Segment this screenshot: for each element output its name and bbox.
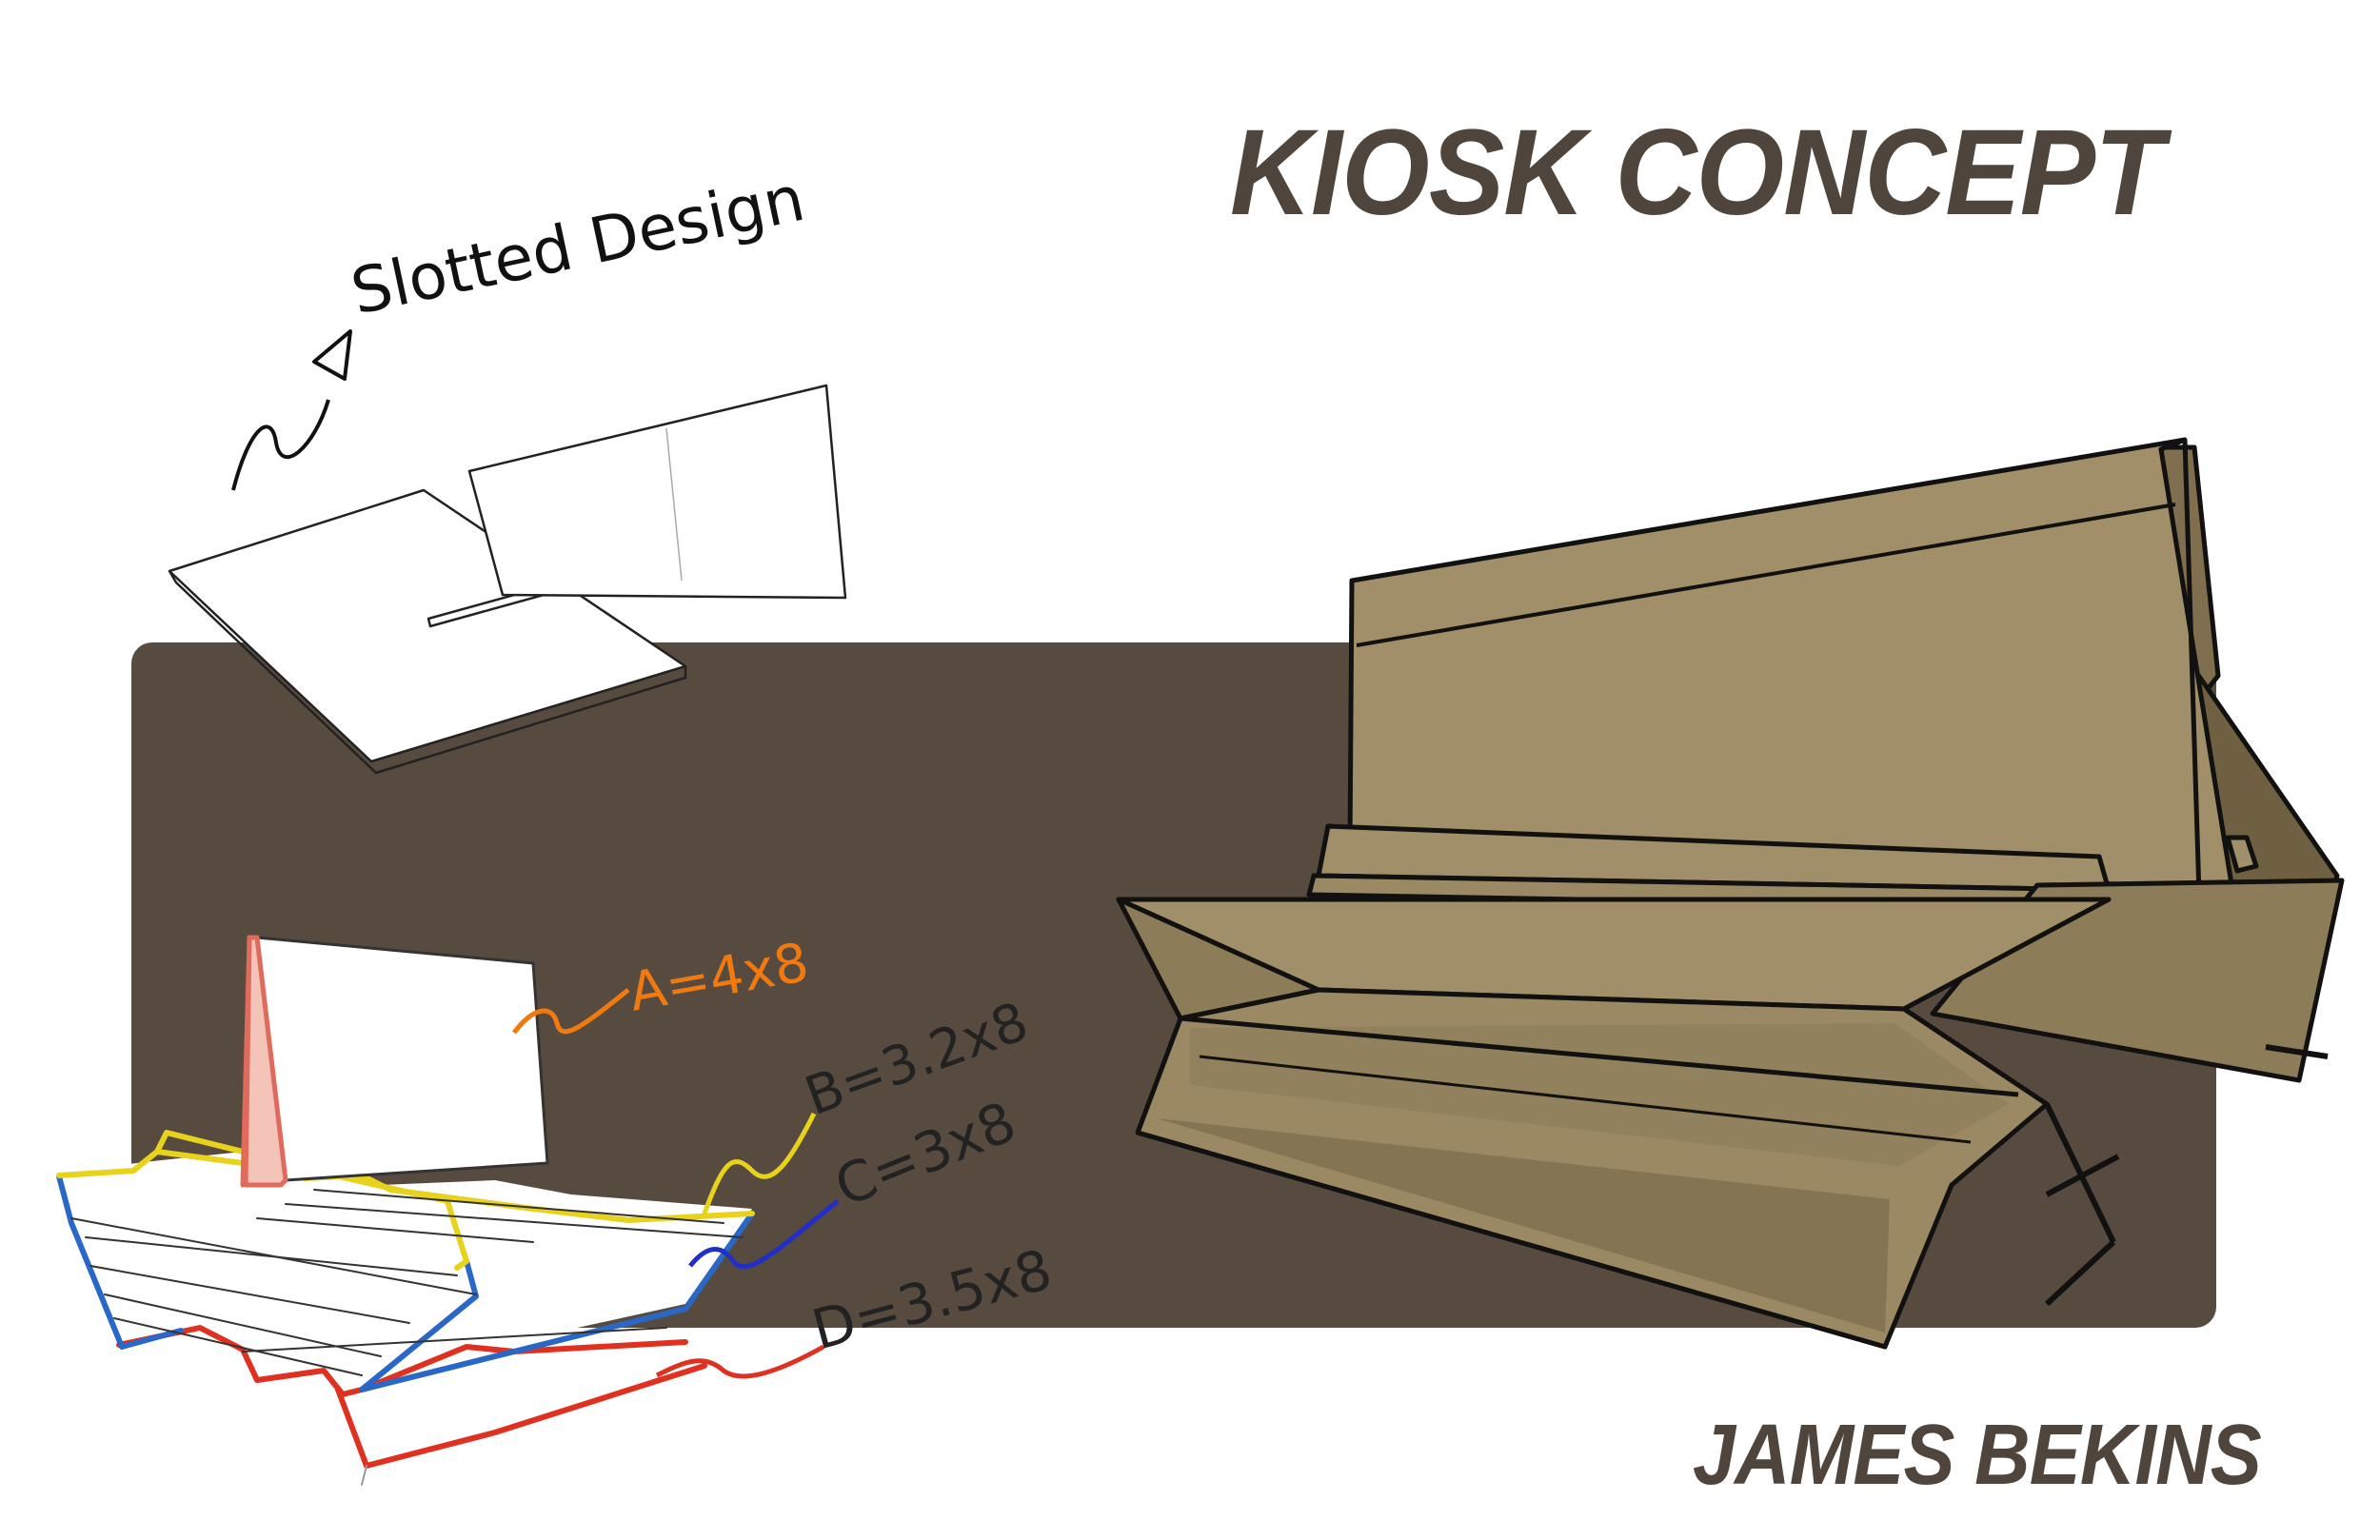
kiosk-render (1116, 437, 2345, 1350)
label-a-pointer (511, 988, 630, 1035)
author-name: JAMES BEKINS (1693, 1408, 2262, 1503)
label-c-pointer (688, 1199, 840, 1270)
label-d-pointer (655, 1344, 825, 1379)
assembly-sketch (56, 935, 755, 1486)
label-a: A=4x8 (625, 932, 813, 1024)
label-d: D=3.5x8 (805, 1236, 1059, 1362)
slotted-design-sketch (168, 329, 847, 775)
slotted-design-label: Slotted Design (345, 162, 810, 329)
page-title: KIOSK CONCEPT (1230, 105, 2164, 241)
label-b-pointer (702, 1112, 817, 1214)
